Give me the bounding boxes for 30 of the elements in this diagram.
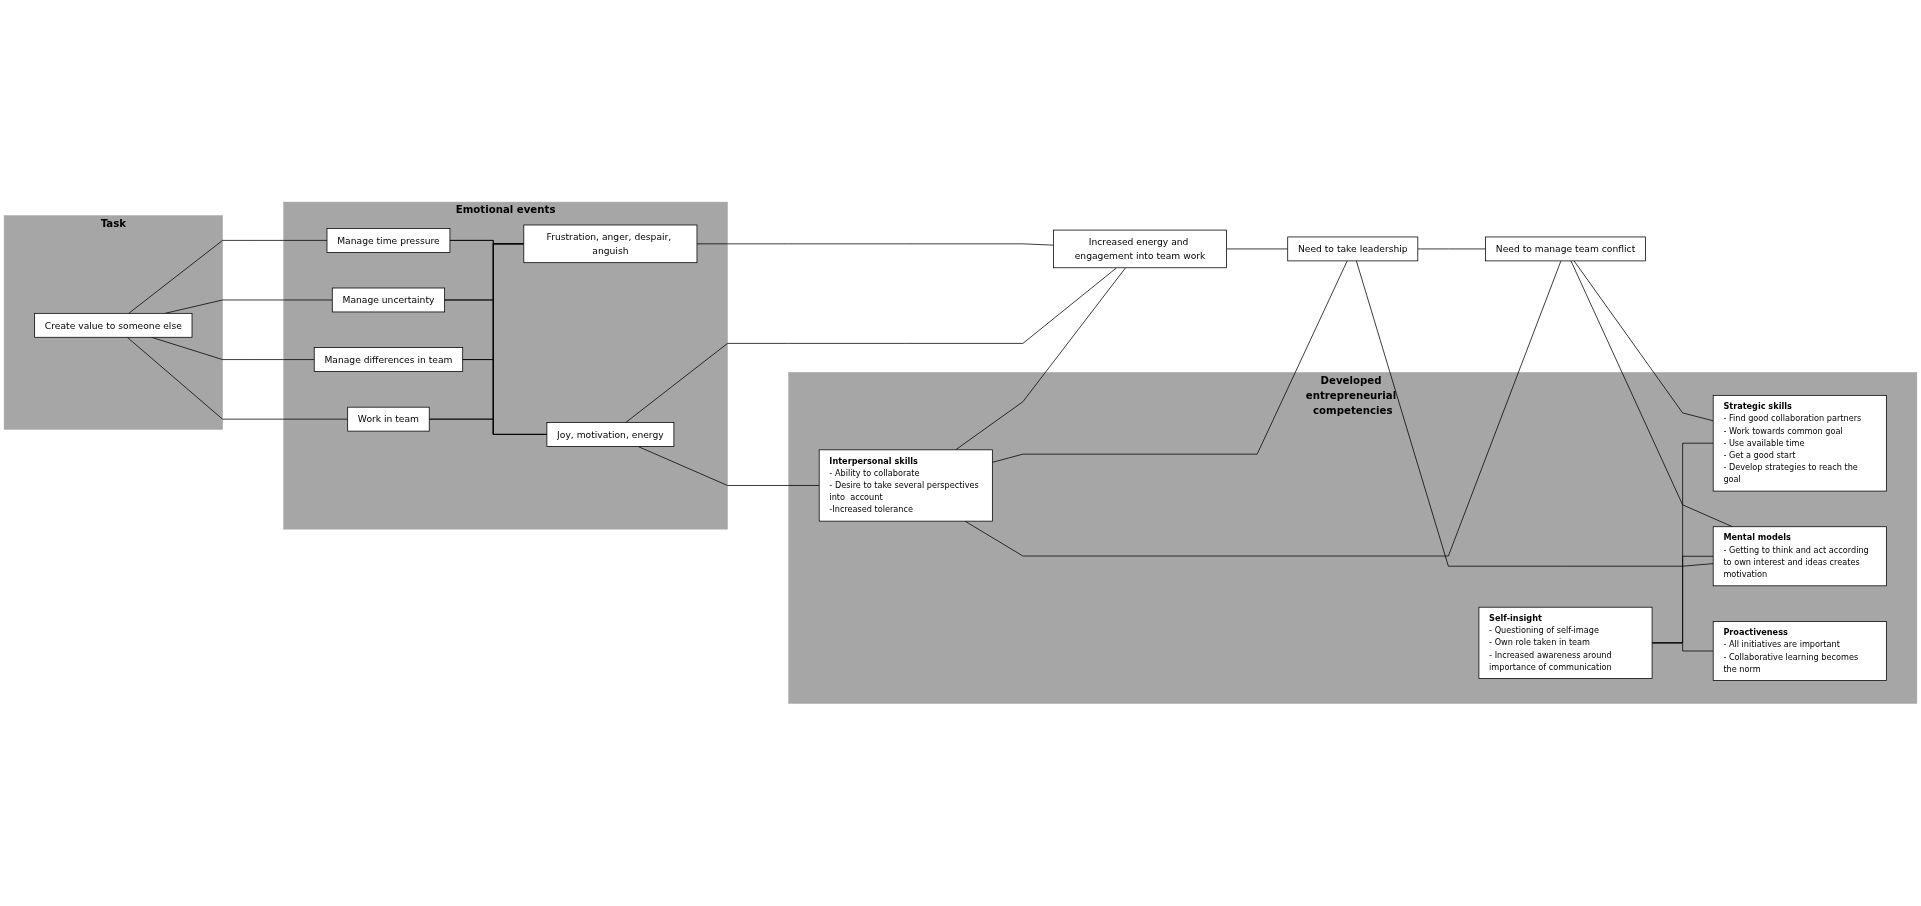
node-box: Create value to someone else (34, 313, 193, 338)
node-box: Manage differences in team (313, 347, 464, 373)
connector (637, 446, 820, 487)
node-box: Need to take leadership (1287, 236, 1419, 262)
node-box: Manage uncertainty (331, 287, 445, 313)
connector (1417, 248, 1486, 250)
node-box: Need to manage team conflict (1485, 236, 1646, 262)
connector (964, 260, 1562, 557)
node-box: Interpersonal skills - Ability to collaborate - Desire to take several perspectives into account -Increased tolerance (818, 449, 993, 522)
node-box: Self-insight - Questioning of self-image - Own role taken in team - Increased awareness around importance of communication (1478, 607, 1653, 680)
node-box: Frustration, anger, despair, anguish (523, 224, 698, 264)
connector (955, 267, 1126, 451)
connector (696, 243, 1054, 246)
node-box: Proactiveness - All initiatives are important - Collaborative learning becomes the norm (1712, 621, 1887, 682)
node-box: Increased energy and engagement into team work (1053, 229, 1227, 269)
connector (1651, 642, 1714, 652)
node-box: Strategic skills - Find good collaboration partners - Work towards common goal - Use available time - Get a good start - Develop strategies to reach the goal (1712, 395, 1887, 492)
node-box: Manage time pressure (326, 228, 451, 253)
node-box: Work in team (347, 407, 430, 432)
connector (449, 240, 548, 436)
connector (126, 337, 349, 420)
node-box: Mental models - Getting to think and act according to own interest and ideas creates motivation (1712, 526, 1887, 587)
node-box: Joy, motivation, energy (546, 422, 675, 447)
connector (449, 240, 525, 245)
connector (128, 240, 328, 314)
connector (1226, 248, 1289, 250)
connector (1570, 260, 1733, 528)
connector (991, 260, 1348, 463)
connector (1573, 260, 1714, 422)
connector (1356, 260, 1714, 567)
